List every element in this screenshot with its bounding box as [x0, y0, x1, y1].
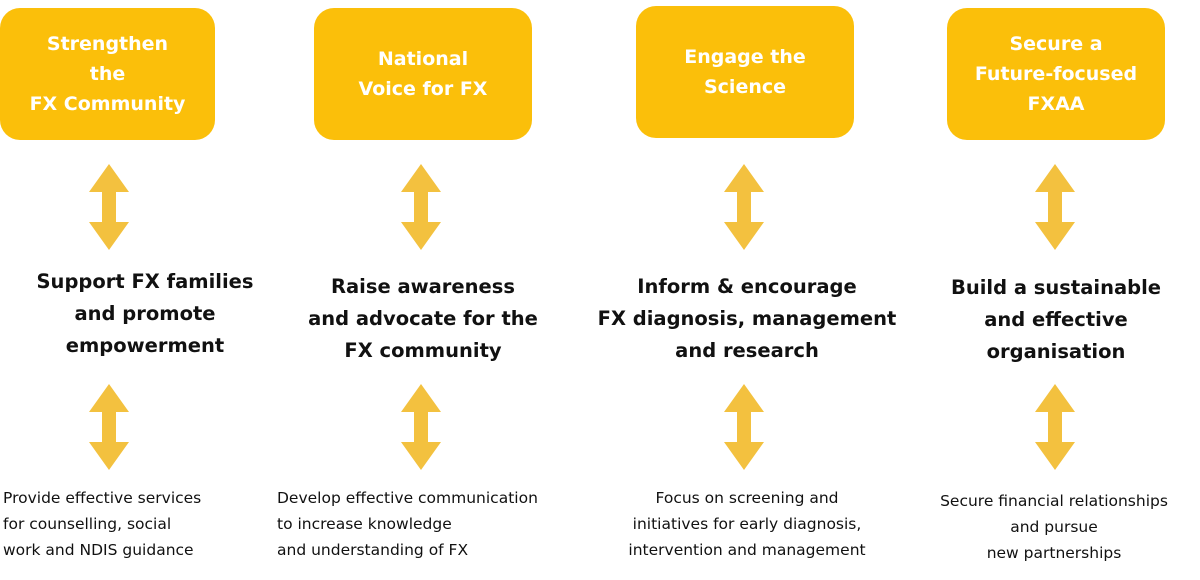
pillar-goal: Build a sustainable and effective organi…	[951, 276, 1161, 363]
pillar-goal: Support FX families and promote empowerm…	[36, 270, 254, 357]
pillar-heading: Strengthen the FX Community	[29, 33, 186, 115]
pillar-heading: Engage the Science	[684, 46, 806, 98]
pillar-goal: Inform & encourage FX diagnosis, managem…	[597, 275, 897, 362]
pillar-heading-box: National Voice for FX	[314, 8, 532, 140]
pillar-heading-box: Secure a Future-focused FXAA	[947, 8, 1165, 140]
double-arrow-icon	[722, 382, 766, 472]
double-arrow-icon	[1033, 162, 1077, 252]
pillar-goal: Raise awareness and advocate for the FX …	[308, 275, 538, 362]
double-arrow-icon	[87, 382, 131, 472]
double-arrow-icon	[1033, 382, 1077, 472]
pillar-column-community: Strengthen the FX Community Support FX f…	[0, 0, 295, 580]
pillar-column-future: Secure a Future-focused FXAA Build a sus…	[896, 0, 1196, 580]
pillar-action: Develop effective communication to incre…	[277, 489, 538, 559]
pillar-heading-box: Engage the Science	[636, 6, 854, 138]
pillar-action: Focus on screening and initiatives for e…	[628, 489, 866, 559]
pillar-heading-box: Strengthen the FX Community	[0, 8, 215, 140]
pillar-column-voice: National Voice for FX Raise awareness an…	[273, 0, 573, 580]
pillar-action: Provide effective services for counselli…	[3, 489, 202, 559]
pillar-heading: Secure a Future-focused FXAA	[974, 33, 1138, 115]
double-arrow-icon	[87, 162, 131, 252]
double-arrow-icon	[399, 382, 443, 472]
pillar-action: Secure financial relationships and pursu…	[940, 492, 1168, 562]
double-arrow-icon	[399, 162, 443, 252]
pillar-column-science: Engage the Science Inform & encourage FX…	[597, 0, 897, 580]
double-arrow-icon	[722, 162, 766, 252]
pillar-heading: National Voice for FX	[358, 48, 488, 100]
